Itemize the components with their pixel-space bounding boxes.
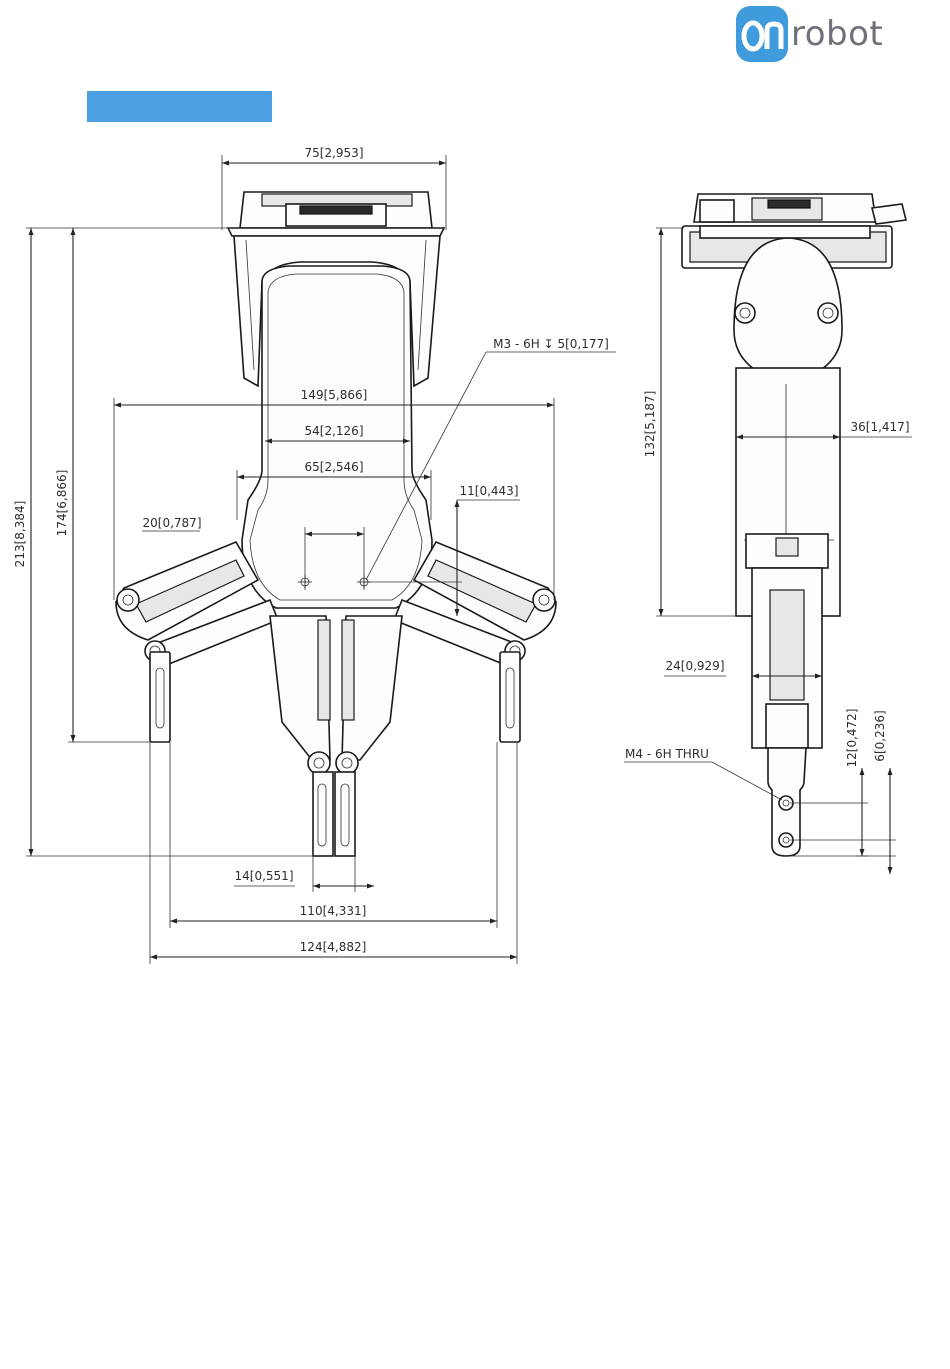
dimension-arrowhead bbox=[659, 228, 664, 235]
dim-124: 124[4,882] bbox=[300, 940, 367, 954]
dim-36: 36[1,417] bbox=[850, 420, 909, 434]
dimension-arrowhead bbox=[29, 849, 34, 856]
dimension-arrowhead bbox=[71, 735, 76, 742]
dim-11: 11[0,443] bbox=[459, 484, 518, 498]
dimension-arrowhead bbox=[860, 768, 865, 775]
dim-110: 110[4,331] bbox=[300, 904, 367, 918]
dim-20: 20[0,787] bbox=[142, 516, 201, 530]
dimension-arrowhead bbox=[455, 609, 460, 616]
dim-149: 149[5,866] bbox=[301, 388, 368, 402]
dimension-arrowhead bbox=[860, 849, 865, 856]
dimension-arrowhead bbox=[71, 228, 76, 235]
dimension-arrowhead bbox=[455, 500, 460, 507]
dimension-arrowhead bbox=[150, 955, 157, 960]
dimension-arrowhead bbox=[237, 475, 244, 480]
dim-14: 14[0,551] bbox=[234, 869, 293, 883]
dimension-arrowhead bbox=[170, 919, 177, 924]
dimension-arrowhead bbox=[888, 867, 893, 874]
dim-12: 12[0,472] bbox=[845, 708, 859, 767]
dimension-arrowhead bbox=[313, 884, 320, 889]
dimension-arrowhead bbox=[490, 919, 497, 924]
dimension-arrowhead bbox=[510, 955, 517, 960]
dim-6: 6[0,236] bbox=[873, 710, 887, 761]
dimension-arrowhead bbox=[439, 161, 446, 166]
dimension-arrowhead bbox=[659, 609, 664, 616]
dimension-arrowhead bbox=[367, 884, 374, 889]
dim-213: 213[8,384] bbox=[13, 501, 27, 568]
dim-65: 65[2,546] bbox=[304, 460, 363, 474]
dimension-arrowhead bbox=[29, 228, 34, 235]
dimension-arrowhead bbox=[114, 403, 121, 408]
dim-54: 54[2,126] bbox=[304, 424, 363, 438]
dim-24: 24[0,929] bbox=[665, 659, 724, 673]
dim-132: 132[5,187] bbox=[643, 391, 657, 458]
dim-top-width: 75[2,953] bbox=[304, 146, 363, 160]
callout-m4-thru: M4 - 6H THRU bbox=[625, 747, 709, 761]
dimension-arrowhead bbox=[424, 475, 431, 480]
dimension-arrowhead bbox=[222, 161, 229, 166]
callout-m3-hole: M3 - 6H ↧ 5[0,177] bbox=[493, 337, 609, 351]
dimension-arrowhead bbox=[888, 768, 893, 775]
dimension-arrowhead bbox=[547, 403, 554, 408]
dim-174: 174[6,866] bbox=[55, 470, 69, 537]
